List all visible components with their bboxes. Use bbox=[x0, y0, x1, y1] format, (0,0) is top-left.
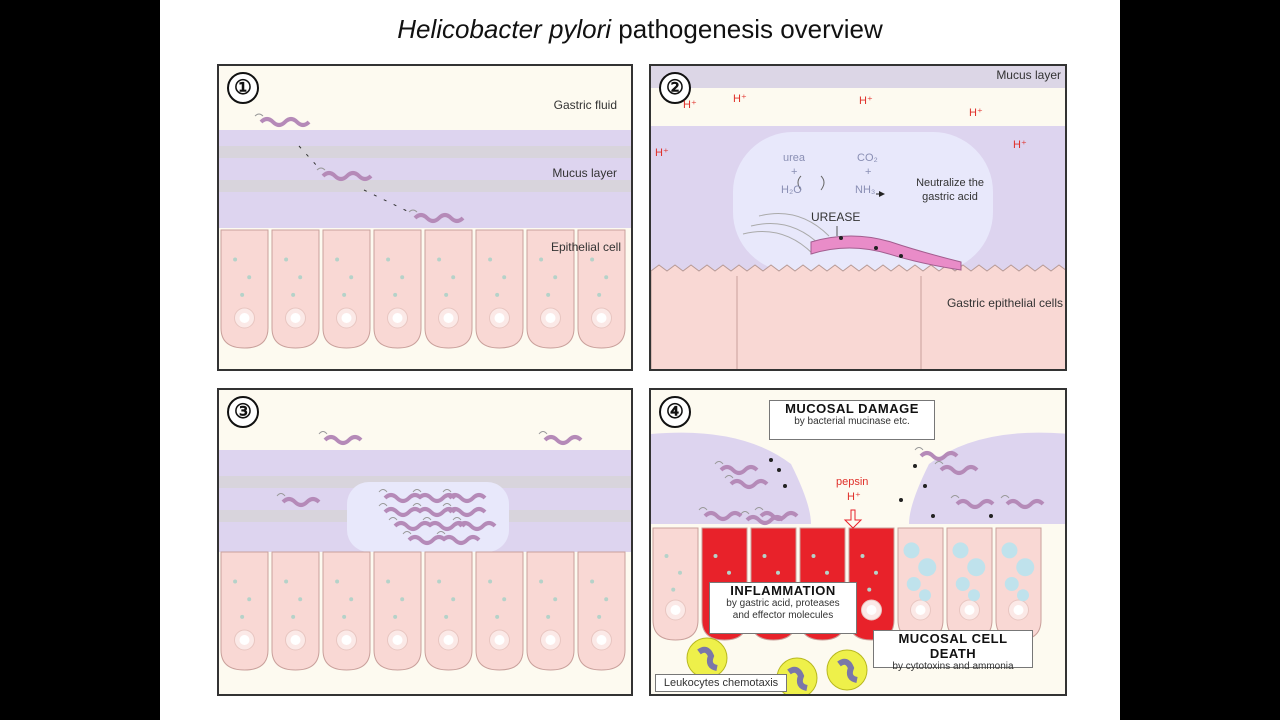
co2-label: CO₂ bbox=[857, 152, 878, 164]
bacterium bbox=[408, 209, 465, 223]
panel-1-illustration bbox=[219, 66, 631, 349]
epithelial-cell bbox=[322, 551, 371, 671]
bacterium bbox=[378, 503, 423, 517]
inflammation-sub-1: by gastric acid, proteases bbox=[726, 598, 840, 609]
bacterium bbox=[388, 517, 433, 531]
proton-label: H⁺ bbox=[859, 95, 873, 107]
epithelial-cell bbox=[652, 527, 699, 641]
slide-title: Helicobacter pylori pathogenesis overvie… bbox=[160, 14, 1120, 45]
leukocytes-box: Leukocytes chemotaxis bbox=[655, 674, 787, 692]
epithelial-cell bbox=[577, 229, 626, 349]
panel-1-colonization: ① Gastric fluid Mucus layer Epithelial c… bbox=[217, 64, 633, 371]
epithelial-cell bbox=[424, 229, 473, 349]
bacterium bbox=[254, 113, 311, 127]
epithelial-cell bbox=[995, 527, 1042, 641]
neutralize-label: Neutralize the gastric acid bbox=[916, 177, 984, 203]
epithelial-cell bbox=[897, 527, 944, 641]
title-species: Helicobacter pylori bbox=[397, 14, 612, 44]
bacterium bbox=[378, 489, 423, 503]
epithelial-cell bbox=[526, 229, 575, 349]
panel-2-number: ② bbox=[659, 72, 691, 104]
gastric-epithelial-label: Gastric epithelial cells bbox=[946, 296, 1063, 310]
urease-bacterium bbox=[810, 235, 962, 271]
epithelial-cell bbox=[373, 551, 422, 671]
epithelial-cell bbox=[373, 229, 422, 349]
panel-2-illustration bbox=[651, 66, 1065, 369]
proton-label: H⁺ bbox=[969, 107, 983, 119]
plus-sign: + bbox=[865, 166, 872, 178]
mucosal-damage-heading: MUCOSAL DAMAGE bbox=[785, 401, 919, 416]
epithelial-cell bbox=[946, 527, 993, 641]
bacterium bbox=[714, 461, 759, 475]
inflammation-heading: INFLAMMATION bbox=[730, 583, 836, 598]
bacterium bbox=[452, 517, 497, 531]
bacterium bbox=[724, 475, 769, 489]
bacterium bbox=[538, 431, 583, 445]
bacterium bbox=[412, 503, 457, 517]
bacterium bbox=[276, 493, 321, 507]
bacterium bbox=[412, 489, 457, 503]
urease-label: UREASE bbox=[811, 210, 861, 224]
proton-label: H⁺ bbox=[847, 491, 861, 503]
epithelial-cell bbox=[271, 229, 320, 349]
epithelial-cell-label: Epithelial cell bbox=[550, 240, 621, 254]
proton-label: H⁺ bbox=[733, 93, 747, 105]
proton-label: H⁺ bbox=[1013, 139, 1027, 151]
bacterium bbox=[422, 517, 467, 531]
epithelial-cell bbox=[526, 551, 575, 671]
bacterium bbox=[950, 495, 995, 509]
panel-3-illustration bbox=[219, 390, 631, 671]
cell-death-box: MUCOSAL CELL DEATH by cytotoxins and amm… bbox=[873, 630, 1033, 672]
urea-label: urea bbox=[783, 152, 806, 164]
epithelial-cell bbox=[475, 551, 524, 671]
panel-4-number: ④ bbox=[659, 396, 691, 428]
cell-death-heading: MUCOSAL CELL DEATH bbox=[898, 631, 1008, 661]
bacterium bbox=[436, 531, 481, 545]
leukocytes-label: Leukocytes chemotaxis bbox=[663, 677, 779, 689]
bacterium bbox=[754, 507, 799, 521]
bacterium bbox=[934, 461, 979, 475]
water-label: H₂O bbox=[781, 184, 802, 196]
epithelial-cell bbox=[220, 551, 269, 671]
bacterium bbox=[316, 167, 373, 181]
bacterium bbox=[318, 431, 363, 445]
panel-3-number: ③ bbox=[227, 396, 259, 428]
ammonia-label: NH₃ bbox=[855, 184, 876, 196]
slide: Helicobacter pylori pathogenesis overvie… bbox=[160, 0, 1120, 720]
proton-label: H⁺ bbox=[655, 147, 669, 159]
bacterium bbox=[442, 489, 487, 503]
mucosal-damage-sub: by bacterial mucinase etc. bbox=[794, 416, 910, 427]
epithelial-cell bbox=[424, 551, 473, 671]
epithelial-cell bbox=[577, 551, 626, 671]
leukocyte bbox=[826, 649, 868, 691]
title-rest: pathogenesis overview bbox=[611, 14, 883, 44]
inflammation-sub-2: and effector molecules bbox=[732, 610, 834, 621]
bacterium bbox=[442, 503, 487, 517]
epithelial-cell bbox=[322, 229, 371, 349]
mucosal-damage-box: MUCOSAL DAMAGE by bacterial mucinase etc… bbox=[769, 400, 935, 440]
bacterium bbox=[402, 531, 447, 545]
panel-2-urease: ② Mucus layer H⁺ H⁺ H⁺ H⁺ H⁺ H⁺ urea + H… bbox=[649, 64, 1067, 371]
proton-label: H⁺ bbox=[683, 99, 697, 111]
panel-3-multiplication: ③ bbox=[217, 388, 633, 696]
pepsin-label: pepsin bbox=[836, 476, 869, 488]
bacterium bbox=[914, 447, 959, 461]
inflammation-box: INFLAMMATION by gastric acid, proteases … bbox=[709, 582, 857, 634]
leukocyte bbox=[686, 637, 728, 679]
bacterium bbox=[1000, 495, 1045, 509]
panel-1-number: ① bbox=[227, 72, 259, 104]
panel-4-damage: ④ MUCOSAL DAMAGE by bacterial mucinase e… bbox=[649, 388, 1067, 696]
epithelial-cell bbox=[475, 229, 524, 349]
plus-sign: + bbox=[791, 166, 798, 178]
mucus-layer-label: Mucus layer bbox=[552, 166, 617, 180]
gastric-fluid-label: Gastric fluid bbox=[553, 98, 617, 112]
bacterium bbox=[698, 507, 743, 521]
cell-death-sub: by cytotoxins and ammonia bbox=[892, 661, 1014, 672]
epithelial-cell bbox=[220, 229, 269, 349]
mucus-layer-label: Mucus layer bbox=[996, 68, 1061, 82]
epithelial-cell bbox=[271, 551, 320, 671]
